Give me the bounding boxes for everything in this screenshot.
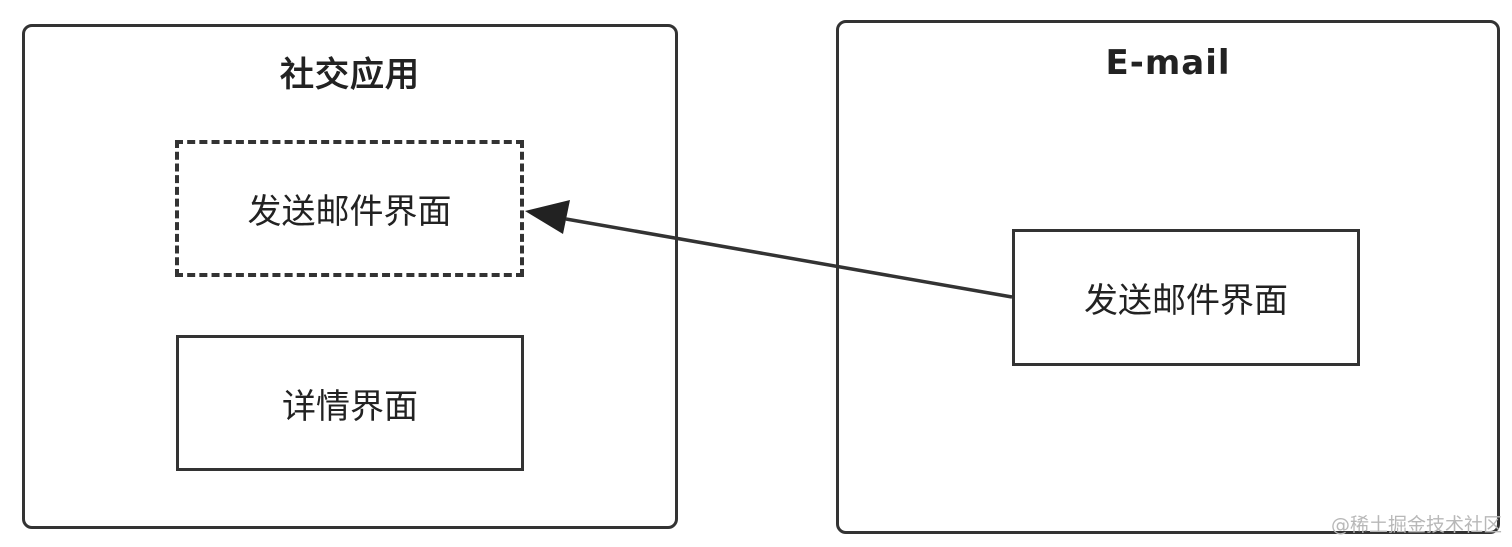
social-app-title: 社交应用 — [280, 55, 420, 95]
social-detail-screen: 详情界面 — [176, 335, 524, 471]
social-send-mail-screen: 发送邮件界面 — [175, 140, 524, 277]
social-send-mail-screen-label: 发送邮件界面 — [247, 192, 452, 232]
social-detail-screen-label: 详情界面 — [282, 386, 418, 427]
watermark-text: @稀土掘金技术社区 — [1330, 514, 1502, 536]
email-app-title: E-mail — [1105, 43, 1231, 83]
email-send-mail-screen: 发送邮件界面 — [1012, 229, 1360, 366]
email-send-mail-screen-label: 发送邮件界面 — [1084, 281, 1288, 321]
